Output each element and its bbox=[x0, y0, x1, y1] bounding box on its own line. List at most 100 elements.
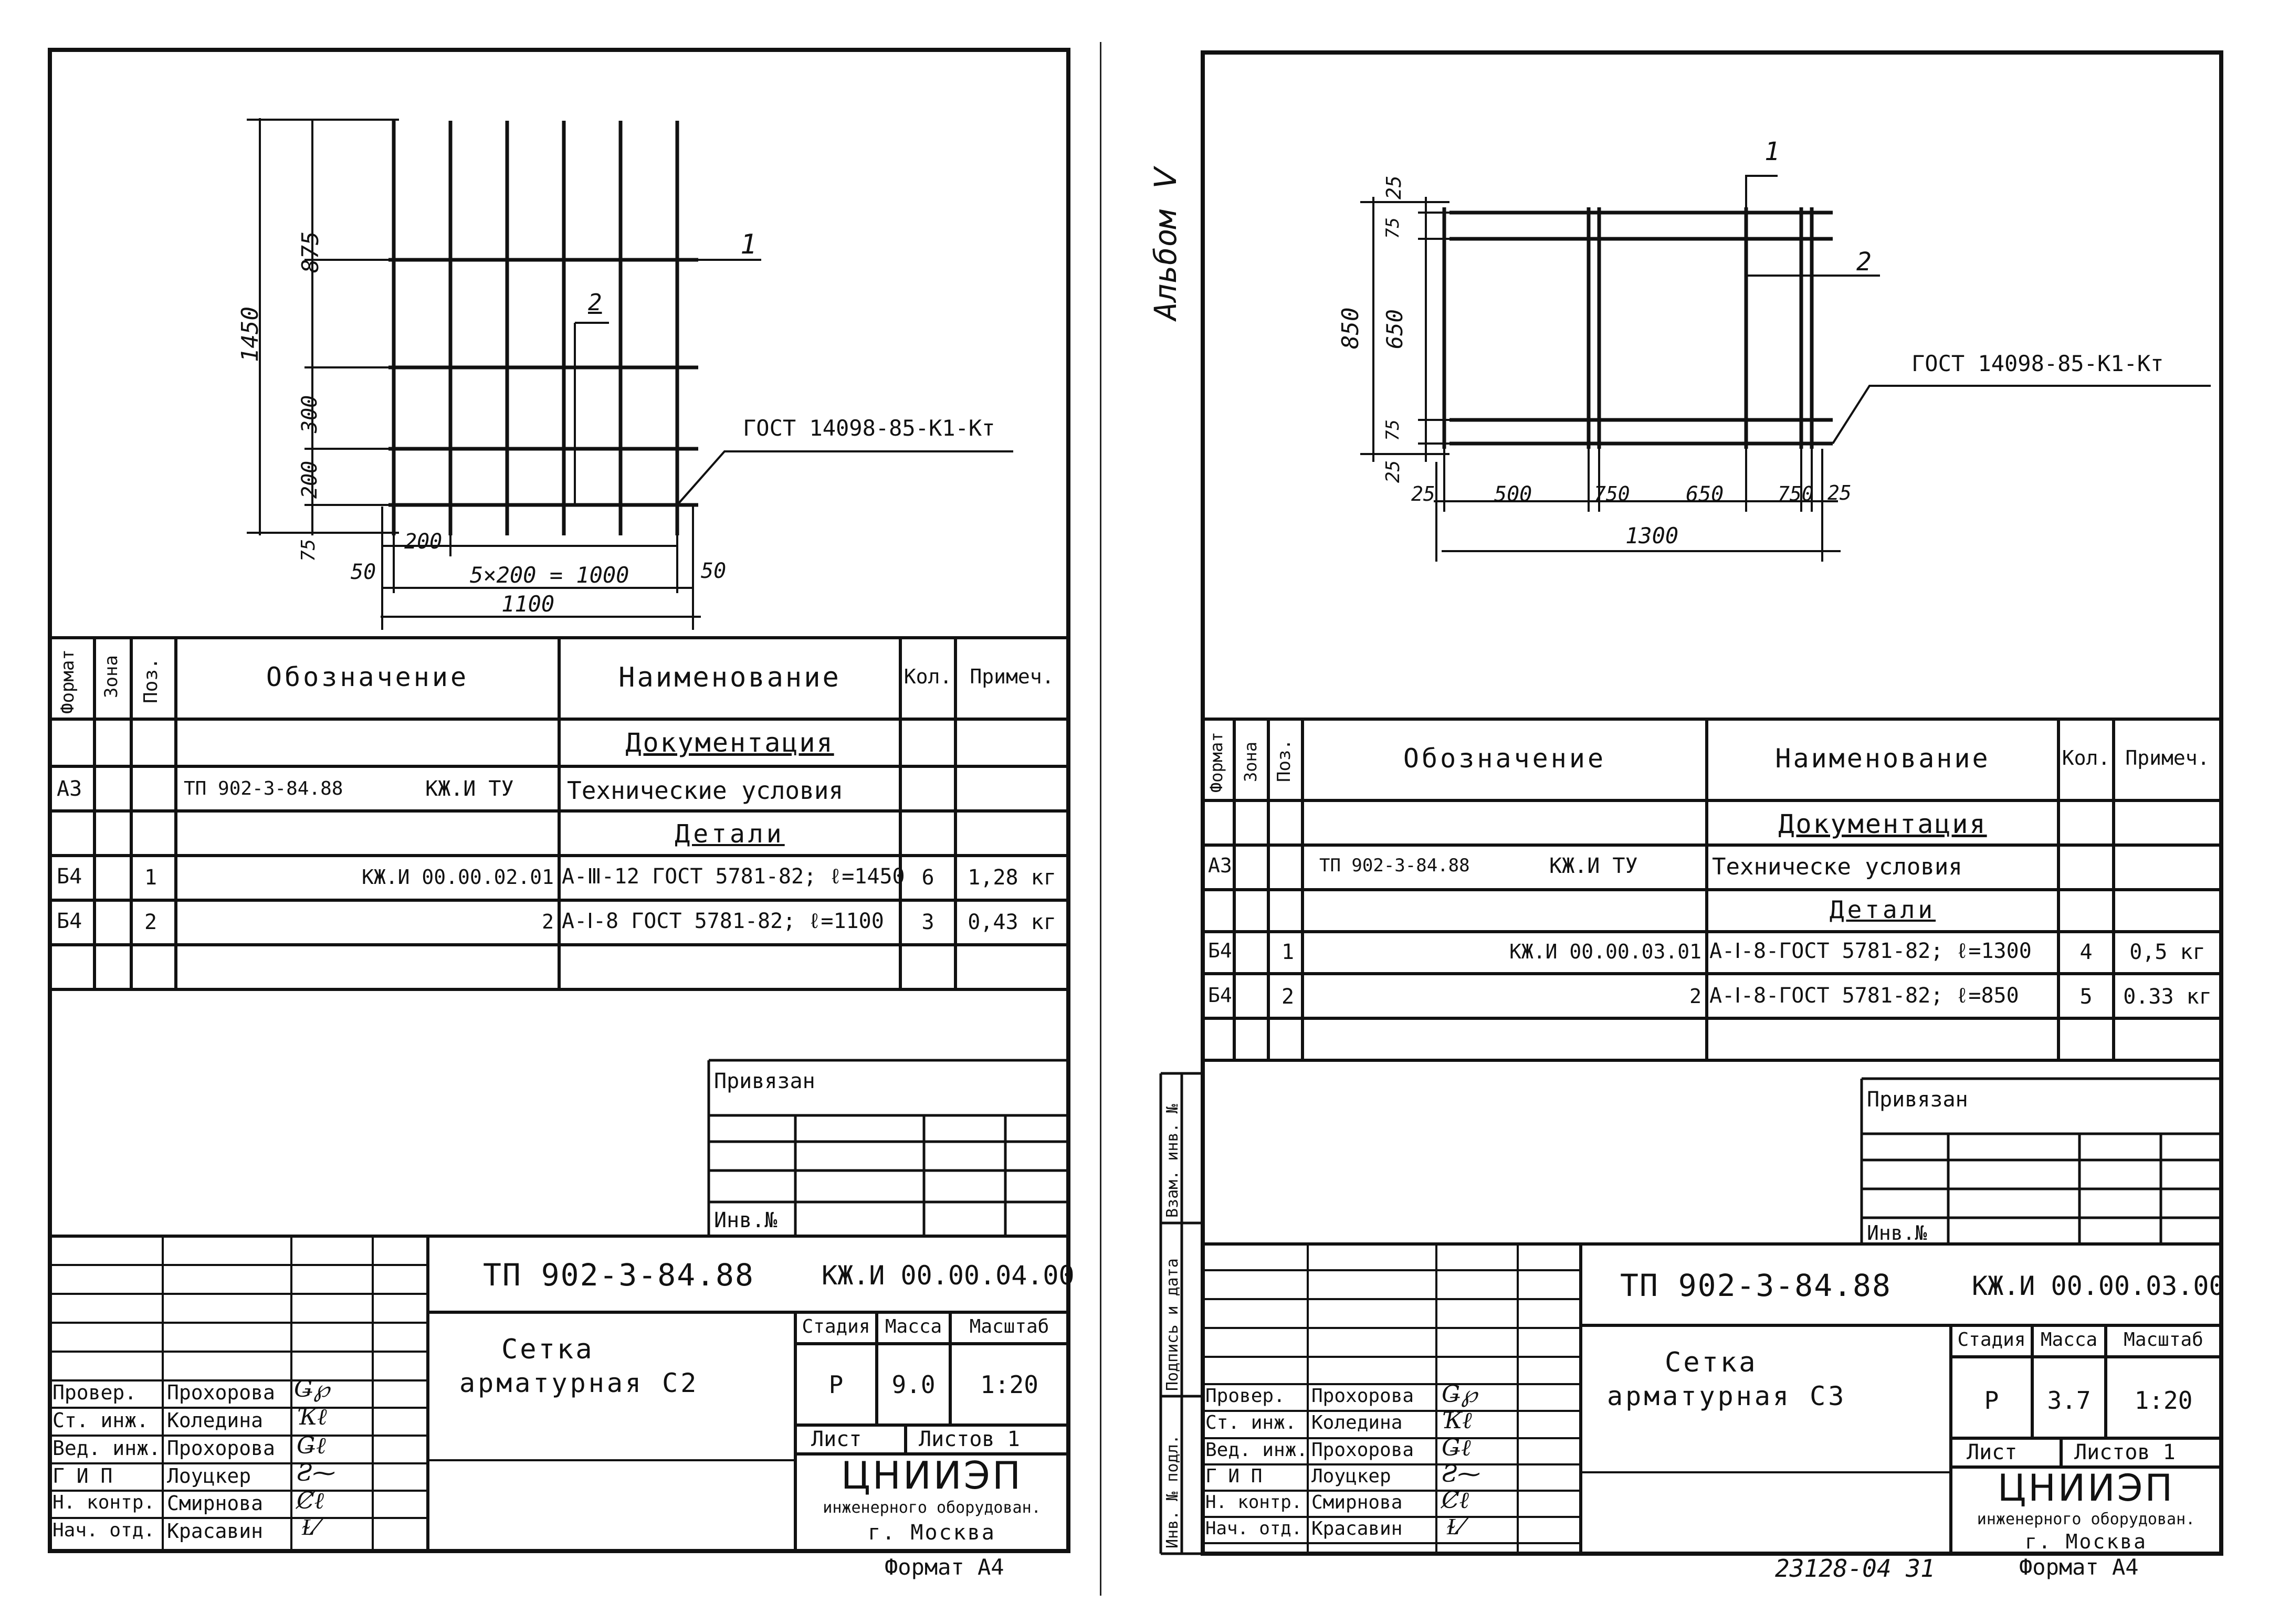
dim-50-left: 50 bbox=[351, 560, 376, 584]
spec-section-parts: Детали bbox=[1829, 895, 1936, 924]
spec-header-designation: Обозначение bbox=[1403, 743, 1606, 774]
callout-pos-2: 2 bbox=[588, 289, 602, 316]
role-5: Нач. отд. bbox=[52, 1520, 155, 1541]
dim-650: 650 bbox=[1382, 309, 1407, 349]
org-city: г. Москва bbox=[868, 1521, 996, 1545]
title-mass-header: Масса bbox=[885, 1316, 942, 1337]
title-scale-header: Масштаб bbox=[2124, 1329, 2203, 1351]
sheet-right: Альбом Ⅴ Инв. № подл. Подпись и дата Вза… bbox=[1134, 0, 2269, 1624]
dim-300: 300 bbox=[298, 395, 322, 433]
dim-875: 875 bbox=[297, 231, 324, 273]
spec-header-format: Формат bbox=[57, 649, 78, 714]
dim-750-right: 750 bbox=[1778, 482, 1814, 505]
spec-section-documentation: Документация bbox=[1778, 809, 1987, 839]
dim-750-left: 750 bbox=[1594, 482, 1630, 505]
frame bbox=[48, 48, 1070, 1553]
title-code-a: ТП 902-3-84.88 bbox=[1620, 1268, 1892, 1303]
role-4: Н. контр. bbox=[52, 1492, 155, 1513]
spec-header-zone: Зона bbox=[101, 655, 122, 698]
spec-row-tu-designation-a: ТП 902-3-84.88 bbox=[1319, 855, 1470, 876]
title-sheet-label: Лист bbox=[811, 1427, 862, 1451]
spec-header-qty: Кол. bbox=[904, 665, 952, 688]
mesh-c3 bbox=[1442, 207, 1833, 449]
spec-row-2-note: 0.33 кг bbox=[2123, 985, 2212, 1009]
spec-row-1-format: Б4 bbox=[57, 864, 82, 889]
spec-row-2-format: Б4 bbox=[1208, 984, 1232, 1007]
role-2: Вед. инж. bbox=[1205, 1439, 1308, 1461]
title-name-1: Сетка bbox=[1665, 1347, 1758, 1378]
role-3: Г И П bbox=[52, 1464, 113, 1488]
role-3: Г И П bbox=[1205, 1465, 1263, 1487]
dim-850: 850 bbox=[1337, 307, 1364, 349]
side-label-vzam-inv: Взам. инв. № bbox=[1163, 1104, 1182, 1218]
signature: Ɫ⁄ bbox=[302, 1514, 319, 1541]
spec-row-1-pos: 1 bbox=[144, 866, 157, 890]
spec-row-1-note: 0,5 кг bbox=[2129, 940, 2205, 964]
callout-pos-1: 1 bbox=[740, 229, 757, 260]
name-1: Коледина bbox=[1311, 1412, 1403, 1433]
org-city: г. Москва bbox=[2025, 1530, 2147, 1553]
role-1: Ст. инж. bbox=[1205, 1412, 1297, 1433]
sheet-right-linework bbox=[1159, 50, 2223, 1556]
privyazan-label: Привязан bbox=[714, 1069, 815, 1093]
title-mass-header: Масса bbox=[2040, 1329, 2098, 1351]
role-1: Ст. инж. bbox=[52, 1409, 149, 1432]
spec-row-2-pos: 2 bbox=[1281, 985, 1295, 1009]
spec-row-tu-name: Техническе условия bbox=[1712, 853, 1962, 880]
mesh-c2 bbox=[388, 121, 698, 535]
signature: Ȼℓ bbox=[1442, 1487, 1469, 1514]
dim-75-bottom: 75 bbox=[1382, 419, 1403, 441]
title-scale-value: 1:20 bbox=[2134, 1386, 2193, 1415]
spec-row-tu-designation-b: КЖ.И ТУ bbox=[1549, 854, 1638, 878]
spec-header-pos: Поз. bbox=[140, 658, 162, 703]
role-5: Нач. отд. bbox=[1205, 1518, 1302, 1539]
name-3: Лоуцкер bbox=[167, 1464, 251, 1488]
name-5: Красавин bbox=[1311, 1518, 1403, 1539]
dim-25-top: 25 bbox=[1382, 175, 1405, 199]
spec-row-2-designation: 2 bbox=[542, 910, 554, 933]
spec-row-2-designation: 2 bbox=[1689, 985, 1701, 1008]
spec-section-parts: Детали bbox=[675, 819, 785, 849]
org-name: ЦНИИЭП bbox=[1997, 1467, 2175, 1510]
title-code-b: КЖ.И 00.00.04.00 bbox=[822, 1260, 1075, 1291]
dim-5x200: 5×200 = 1000 bbox=[470, 562, 629, 588]
title-code-a: ТП 902-3-84.88 bbox=[483, 1257, 754, 1293]
spec-row-2-qty: 3 bbox=[921, 910, 934, 934]
spec-header-format: Формат bbox=[1206, 732, 1226, 793]
signature: Ҡℓ bbox=[1442, 1407, 1472, 1434]
dim-1450: 1450 bbox=[237, 307, 264, 362]
spec-row-2-pos: 2 bbox=[144, 910, 157, 934]
dim-50-right: 50 bbox=[701, 559, 727, 583]
title-sheets-label: Листов 1 bbox=[919, 1427, 1020, 1451]
spec-row-tu-designation-b: КЖ.И ТУ bbox=[425, 777, 514, 801]
spec-row-2-name: А-Ⅰ-8 ГОСТ 5781-82; ℓ=1100 bbox=[562, 909, 884, 933]
side-label-signature-date: Подпись и дата bbox=[1163, 1258, 1182, 1391]
dim-25-left: 25 bbox=[1411, 482, 1435, 505]
callout-gost: ГОСТ 14098-85-К1-Кт bbox=[1911, 351, 2164, 376]
title-code-b: КЖ.И 00.00.03.00 bbox=[1972, 1271, 2225, 1301]
name-2: Прохорова bbox=[1311, 1439, 1414, 1461]
title-scale-value: 1:20 bbox=[980, 1370, 1038, 1399]
title-stage-header: Стадия bbox=[802, 1316, 870, 1337]
title-mass-value: 9.0 bbox=[891, 1370, 936, 1399]
spec-row-1-name: А-Ⅰ-8-ГОСТ 5781-82; ℓ=1300 bbox=[1709, 939, 2032, 963]
spec-row-1-pos: 1 bbox=[1281, 940, 1295, 964]
spec-header-designation: Обозначение bbox=[266, 662, 469, 692]
title-scale-header: Масштаб bbox=[969, 1316, 1049, 1337]
dim-25-right: 25 bbox=[1827, 481, 1852, 504]
org-name: ЦНИИЭП bbox=[841, 1453, 1023, 1498]
title-mass-value: 3.7 bbox=[2047, 1386, 2091, 1415]
callout-pos-2: 2 bbox=[1856, 247, 1872, 277]
signature: Ǥℓ bbox=[1442, 1435, 1471, 1461]
dim-650-bottom: 650 bbox=[1686, 482, 1724, 507]
dim-500: 500 bbox=[1494, 482, 1532, 507]
name-0: Прохорова bbox=[167, 1381, 275, 1404]
title-sheets-label: Листов 1 bbox=[2074, 1440, 2176, 1464]
spec-row-1-designation: КЖ.И 00.00.03.01 bbox=[1509, 940, 1701, 963]
dim-25-bottom: 25 bbox=[1382, 460, 1404, 483]
sheet-divider bbox=[1100, 42, 1101, 1596]
role-4: Н. контр. bbox=[1205, 1492, 1302, 1513]
side-label-inv-podl: Инв. № подл. bbox=[1163, 1435, 1182, 1548]
format-label: Формат А4 bbox=[2019, 1554, 2139, 1580]
title-stage-value: Р bbox=[1984, 1386, 1999, 1415]
